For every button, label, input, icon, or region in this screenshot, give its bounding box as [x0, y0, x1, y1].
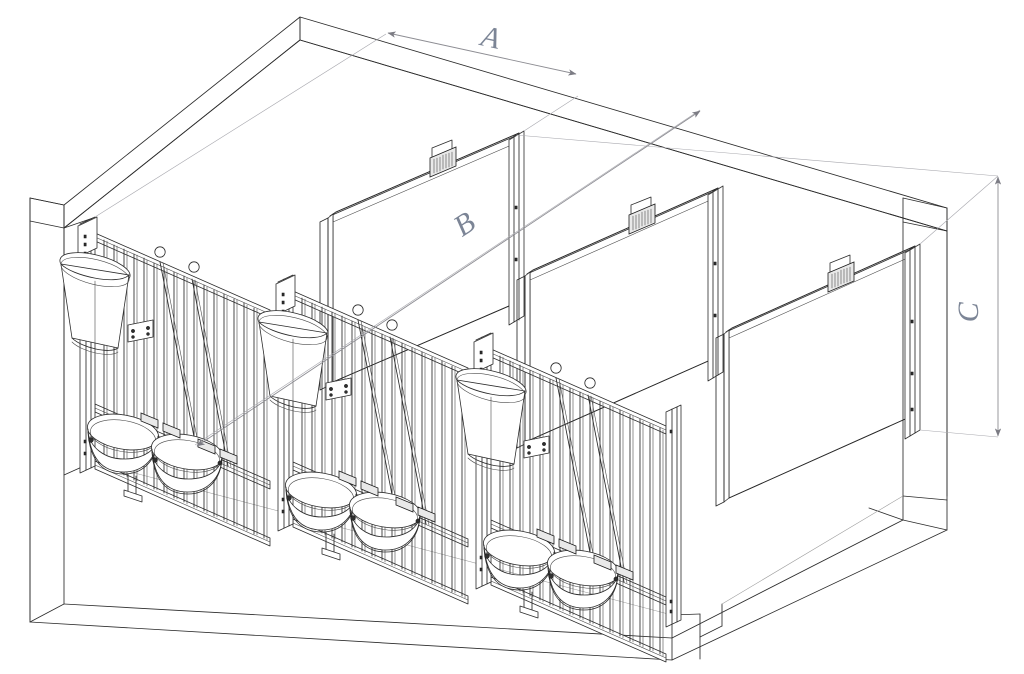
post-bracket-stall1-right — [270, 293, 285, 555]
divider-panel-3 — [715, 243, 921, 507]
dimension-label-B: B — [448, 205, 482, 243]
dimension-C: C — [952, 176, 1002, 437]
dimension-A: A — [387, 19, 577, 76]
feed-bowl-right-front — [483, 529, 555, 591]
stall-right — [455, 332, 682, 663]
post-bracket-right — [665, 404, 682, 628]
hanging-bucket-left — [59, 252, 131, 355]
rail-knob — [386, 319, 398, 331]
rail-knob — [188, 261, 200, 273]
hanging-bucket-right — [455, 368, 527, 471]
rail-knob — [584, 377, 596, 389]
right-wall — [868, 197, 948, 531]
rail-knob — [154, 246, 166, 258]
latch-hinge-1 — [429, 139, 457, 178]
dimension-label-C: C — [952, 301, 985, 322]
rail-knob — [352, 304, 364, 316]
stall-left — [59, 216, 271, 547]
dimension-label-A: A — [476, 19, 504, 56]
feed-bowl-right-rear — [547, 549, 619, 611]
bowl-clamps-right — [536, 528, 634, 581]
mid-plate-bracket-left — [127, 319, 154, 343]
stall-middle — [257, 274, 469, 605]
latch-hinge-3 — [827, 254, 855, 293]
latch-hinge-2 — [628, 196, 656, 235]
bowl-clamps-middle — [338, 470, 436, 523]
rail-knob — [550, 362, 562, 374]
